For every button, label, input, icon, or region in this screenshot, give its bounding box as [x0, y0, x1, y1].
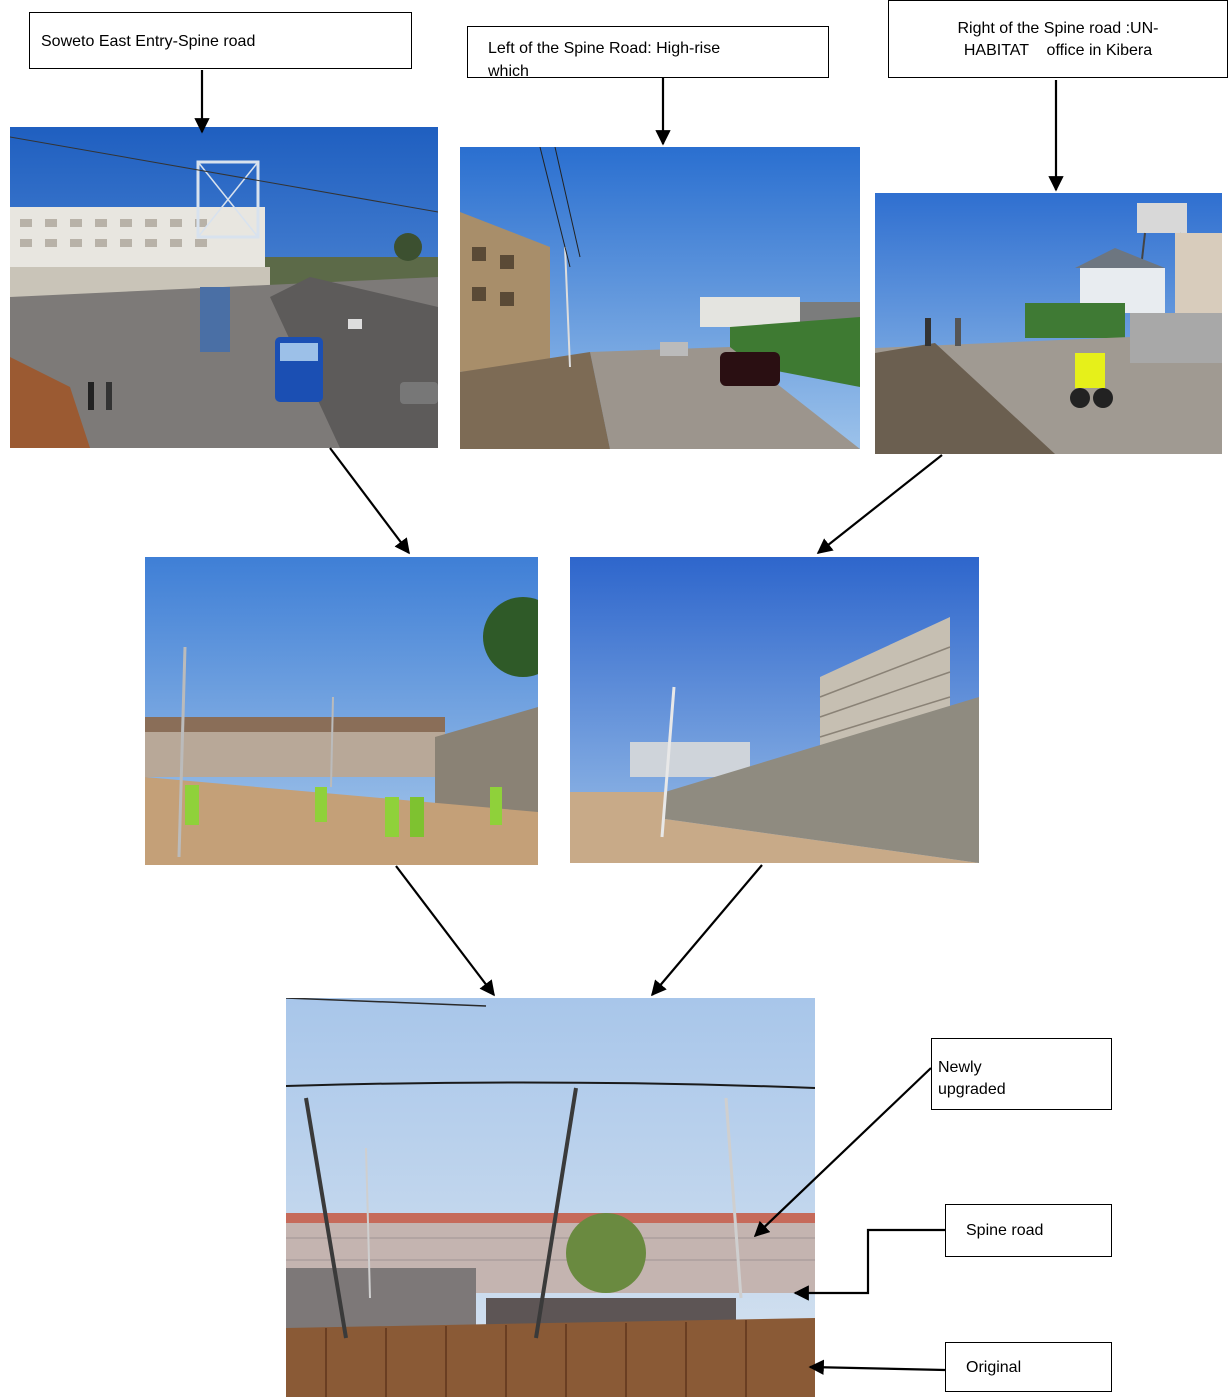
arrow-photo-5-to-photo-6	[651, 864, 763, 997]
arrow-photo-1-to-photo-4	[329, 447, 410, 555]
label-text: Soweto East Entry-Spine road	[41, 33, 256, 50]
label-soweto-east-entry: Soweto East Entry-Spine road	[29, 12, 412, 69]
label-text: Spine road	[966, 1222, 1044, 1239]
label-right-of-spine-road: Right of the Spine road :UN- HABITAT off…	[888, 0, 1228, 78]
arrow-photo-3-to-photo-5	[816, 454, 943, 554]
photo-rooftops-panorama	[286, 998, 815, 1397]
photo-right-of-spine-road	[875, 193, 1222, 454]
photo-wall-with-flats	[570, 557, 979, 863]
label-text: Left of the Spine Road: High-rise	[488, 40, 721, 57]
label-text-line2: HABITAT office in Kibera	[963, 42, 1153, 59]
label-text: Original	[966, 1359, 1022, 1376]
label-spine-road: Spine road	[945, 1204, 1112, 1257]
label-text-line1: Newly	[938, 1059, 982, 1076]
photo-soweto-east-entry	[10, 127, 438, 448]
label-text-line1: Right of the Spine road :UN-	[957, 20, 1159, 37]
arrow-original-to-roofs	[808, 1359, 946, 1376]
photo-left-of-spine-road	[460, 147, 860, 449]
arrow-spine-road-to-road	[793, 1228, 945, 1301]
label-text-line2: upgraded	[938, 1081, 1006, 1098]
label-left-of-spine-road: Left of the Spine Road: High-rise which	[467, 26, 829, 78]
label-text-cut: which	[488, 63, 529, 78]
label-newly-upgraded: Newly upgraded	[931, 1038, 1112, 1110]
photo-informal-settlement-street	[145, 557, 538, 865]
arrow-photo-4-to-photo-6	[395, 865, 495, 997]
label-original: Original	[945, 1342, 1112, 1392]
